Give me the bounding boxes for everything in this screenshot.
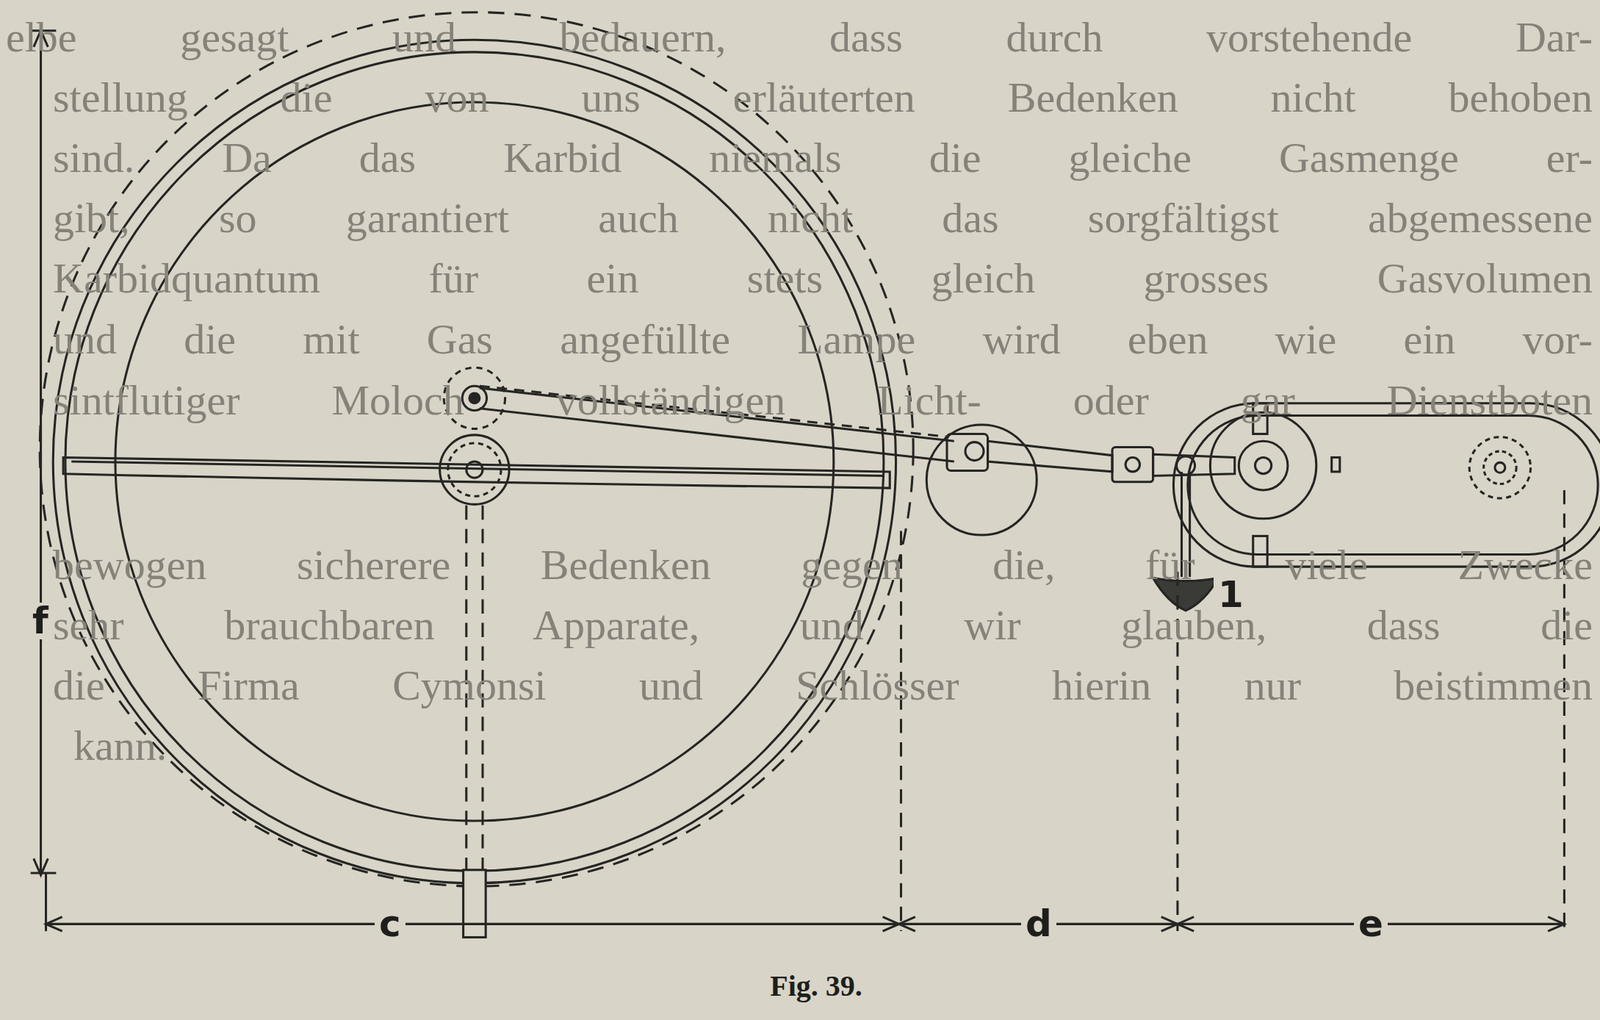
figure-caption: Fig. 39.	[769, 971, 863, 1001]
page-text-line: gibt, so garantiert auch nicht das sorgf…	[52, 196, 1593, 240]
page-text-line: sehr brauchbaren Apparate, und wir glaub…	[52, 603, 1593, 647]
page-text-line: die Firma Cymonsi und Schlösser hierin n…	[52, 664, 1593, 707]
dimension-label: c	[374, 905, 406, 942]
dimension-label: d	[1021, 905, 1057, 942]
page-text-line: sind. Da das Karbid niemals die gleiche …	[52, 136, 1593, 180]
page-text-line: bewogen sicherere Bedenken gegen die, fü…	[52, 543, 1593, 587]
page-text-line: elbe gesagt und bedauern, dass durch vor…	[5, 16, 1593, 59]
page-text-line: sintflutiger Moloch vollständigen Licht-…	[52, 379, 1593, 422]
page-text-line: und die mit Gas angefüllte Lampe wird eb…	[52, 318, 1593, 361]
dimension-label: e	[1353, 905, 1388, 942]
dimension-label: 1	[1213, 575, 1249, 613]
page-text-line: stellung die von uns erläuterten Bedenke…	[52, 76, 1593, 120]
page-text-line: kann.	[73, 724, 167, 767]
page-text-line: Karbidquantum für ein stets gleich gross…	[52, 257, 1593, 300]
dimension-label: f	[27, 602, 53, 640]
